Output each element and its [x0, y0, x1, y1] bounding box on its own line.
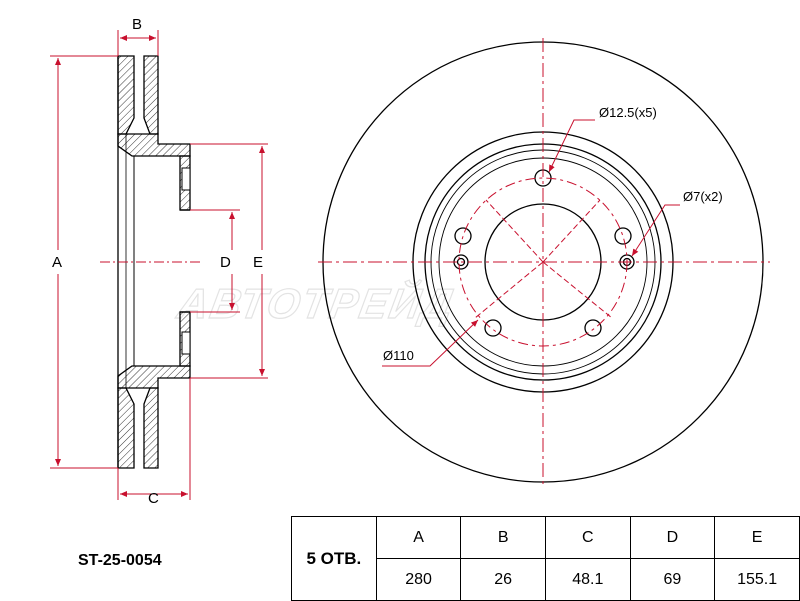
spec-header-c: C — [544, 516, 631, 559]
dimension-d-label: D — [220, 254, 231, 271]
bottom-inner-plate — [143, 387, 159, 469]
side-dimensions — [50, 30, 268, 500]
stud-hole-leader — [548, 119, 595, 173]
pin-hole-callout: Ø7(x2) — [683, 189, 723, 204]
spec-value-d: 69 — [629, 558, 716, 601]
part-number: ST-25-0054 — [78, 552, 162, 569]
dimension-a-label: A — [52, 254, 62, 271]
stud-hole-5 — [584, 319, 602, 337]
stud-hole-callout: Ø12.5(x5) — [599, 105, 657, 120]
stud-hole-3 — [614, 227, 632, 245]
dimension-b-label: B — [132, 16, 142, 33]
hub-bottom-wall — [117, 365, 191, 389]
brake-disc-drawing: АВТОТРЕЙД — [50, 16, 770, 507]
bolt-circle-leader — [382, 319, 479, 367]
spec-header-row: 5 ОТВ. A B C D E — [291, 516, 800, 601]
spec-value-c: 48.1 — [544, 558, 631, 601]
spec-header-e: E — [714, 516, 800, 559]
top-inner-plate — [143, 55, 159, 135]
bottom-friction-plate — [117, 387, 135, 469]
bolt-circle — [458, 177, 628, 347]
pin-hole-leader — [631, 204, 680, 257]
stud-hole-4 — [484, 319, 502, 337]
spec-value-row: 280 26 48.1 69 155.1 — [292, 558, 800, 601]
spec-value-b: 26 — [460, 558, 546, 601]
spec-header-a: A — [375, 516, 462, 559]
hub-top-wall — [117, 133, 191, 157]
dimension-c-label: C — [148, 490, 159, 507]
spec-table: 5 ОТВ. A B C D E 280 26 48.1 69 155.1 — [291, 516, 800, 601]
spec-value-a: 280 — [375, 558, 462, 601]
top-friction-plate — [117, 55, 135, 135]
bolt-circle-callout: Ø110 — [383, 348, 414, 363]
quantity-cell: 5 ОТВ. — [291, 516, 377, 601]
dimension-e-label: E — [253, 254, 263, 271]
front-centerlines — [318, 38, 770, 488]
watermark: АВТОТРЕЙД — [173, 278, 459, 327]
pin-hole-left-inner — [456, 257, 466, 267]
spec-header-d: D — [629, 516, 716, 559]
disc-side-section — [117, 55, 191, 469]
spec-value-e: 155.1 — [714, 558, 800, 601]
spec-header-b: B — [460, 516, 546, 559]
stud-hole-2 — [454, 227, 472, 245]
